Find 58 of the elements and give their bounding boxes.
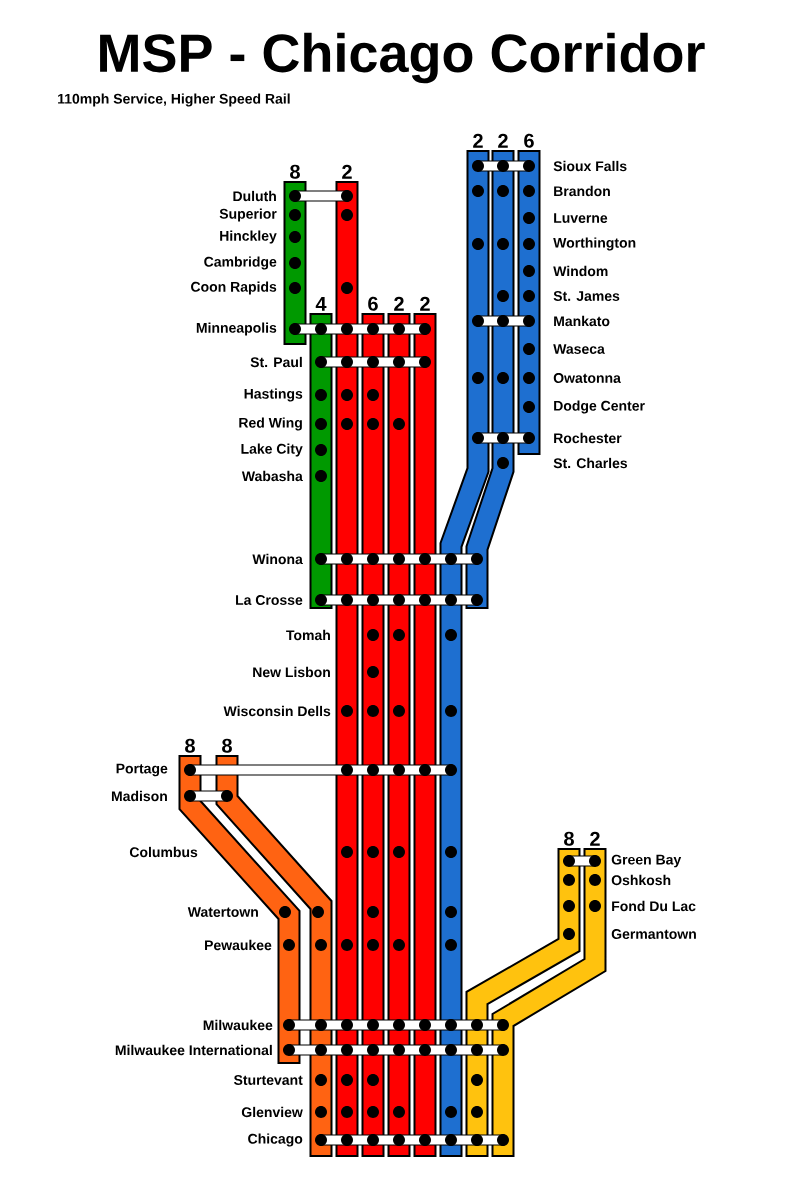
station-name: Coon Rapids bbox=[191, 281, 277, 295]
route-band bbox=[309, 313, 333, 609]
station-name: Columbus bbox=[129, 846, 198, 858]
route-number: 8 bbox=[185, 738, 195, 753]
station-name: Oshkosh bbox=[611, 874, 671, 886]
route-number: 6 bbox=[524, 133, 534, 148]
station-name: St. James bbox=[553, 291, 620, 301]
route-band bbox=[465, 150, 515, 609]
station-name: Glenview bbox=[241, 1106, 303, 1118]
route-number: 8 bbox=[290, 164, 300, 179]
station-name: Windom bbox=[553, 265, 608, 277]
station-name: Watertown bbox=[187, 907, 258, 917]
route-band bbox=[517, 150, 541, 455]
route-number: 2 bbox=[498, 133, 508, 148]
route-number: 8 bbox=[222, 738, 232, 753]
station-name: Winona bbox=[252, 553, 303, 565]
route-band bbox=[413, 313, 437, 1157]
station-name: Wabasha bbox=[241, 470, 303, 482]
route-band bbox=[387, 313, 411, 1157]
station-name: Tomah bbox=[286, 629, 330, 641]
station-name: Luverne bbox=[554, 213, 608, 223]
station-name: Owatonna bbox=[553, 373, 621, 383]
route-number: 2 bbox=[394, 296, 404, 311]
route-band bbox=[283, 181, 307, 345]
route-number: 2 bbox=[590, 831, 600, 846]
station-name: Fond Du Lac bbox=[612, 900, 696, 912]
station-name: St. Charles bbox=[553, 457, 628, 469]
route-band bbox=[335, 181, 359, 1157]
station-name: Red Wing bbox=[239, 417, 302, 431]
station-name: Pewaukee bbox=[205, 939, 272, 951]
station-name: Wisconsin Dells bbox=[223, 705, 331, 717]
route-band bbox=[491, 848, 607, 1157]
station-name: Dodge Center bbox=[554, 400, 645, 414]
station-name: Mankato bbox=[554, 315, 610, 327]
subtitle: 110mph Service, Higher Speed Rail bbox=[58, 93, 290, 107]
station-name: Rochester bbox=[554, 432, 622, 444]
station-name: Milwaukee International bbox=[115, 1044, 272, 1056]
route-number: 2 bbox=[420, 296, 430, 311]
station-name: Minneapolis bbox=[196, 322, 277, 336]
station-name: St. Paul bbox=[250, 356, 302, 368]
station-name: Waseca bbox=[553, 344, 605, 354]
route-number: 8 bbox=[564, 831, 574, 846]
route-number: 4 bbox=[315, 297, 327, 311]
station-name: Germantown bbox=[611, 929, 696, 939]
route-number: 6 bbox=[368, 296, 378, 311]
station-name: Brandon bbox=[554, 185, 610, 197]
route-band bbox=[439, 150, 490, 1157]
route-number: 2 bbox=[342, 164, 352, 179]
station-name: Chicago bbox=[248, 1133, 303, 1147]
station-name: Sturtevant bbox=[233, 1075, 303, 1085]
title: MSP - Chicago Corridor bbox=[100, 32, 705, 84]
station-name: Milwaukee bbox=[203, 1019, 273, 1031]
station-name: La Crosse bbox=[236, 595, 303, 605]
route-band bbox=[465, 848, 581, 1157]
route-number: 2 bbox=[473, 133, 483, 148]
route-band bbox=[361, 313, 385, 1157]
station-name: Lake City bbox=[241, 443, 303, 457]
station-name: Worthington bbox=[553, 237, 636, 251]
